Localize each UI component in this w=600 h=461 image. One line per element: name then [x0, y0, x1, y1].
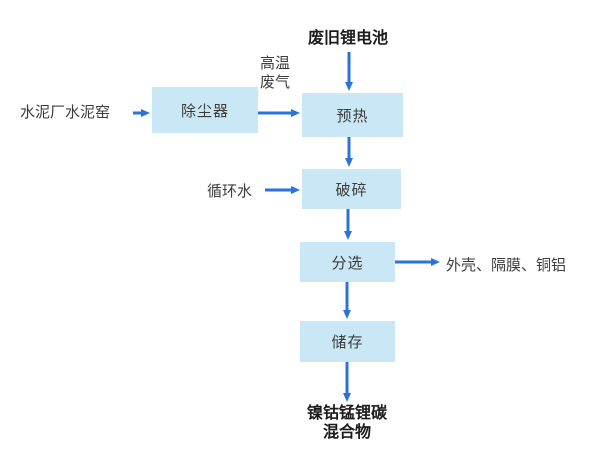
node-store: 储存	[300, 321, 395, 362]
node-dust-remover: 除尘器	[152, 87, 258, 133]
label-mixture: 镍钴锰锂碳 混合物	[306, 405, 387, 441]
node-crush: 破碎	[302, 169, 401, 209]
label-hot-gas: 高温 废气	[260, 55, 291, 91]
node-sort: 分选	[300, 242, 395, 282]
label-outputs: 外壳、隔膜、铜铝	[446, 257, 567, 274]
label-circulating-water: 循环水	[207, 183, 253, 200]
label-waste-battery: 废旧锂电池	[307, 30, 388, 47]
node-preheat: 预热	[302, 93, 403, 137]
label-cement-kiln: 水泥厂水泥窑	[20, 104, 111, 121]
